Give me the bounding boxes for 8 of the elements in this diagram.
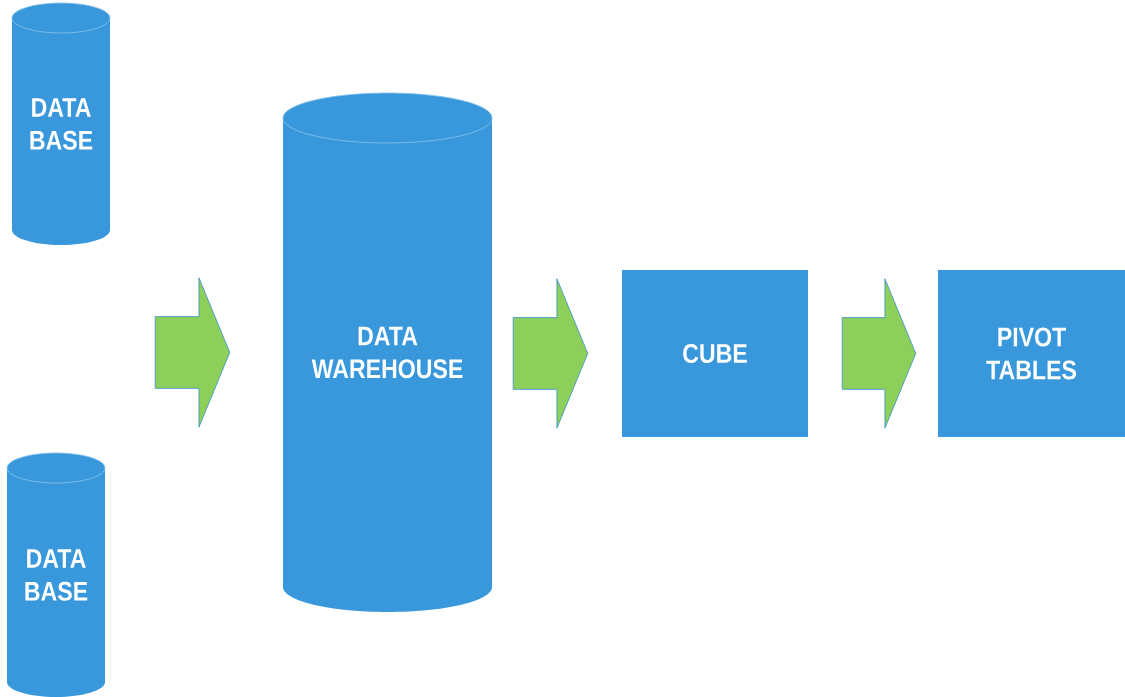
database-cylinder: DATA WAREHOUSE	[282, 92, 493, 612]
database-cylinder: DATA BASE	[6, 452, 106, 697]
block-arrow	[841, 278, 917, 429]
process-box: CUBE	[622, 270, 808, 437]
process-box: PIVOT TABLES	[938, 270, 1125, 437]
database-cylinder: DATA BASE	[11, 2, 111, 245]
block-arrow	[154, 277, 231, 428]
block-arrow	[512, 278, 589, 429]
